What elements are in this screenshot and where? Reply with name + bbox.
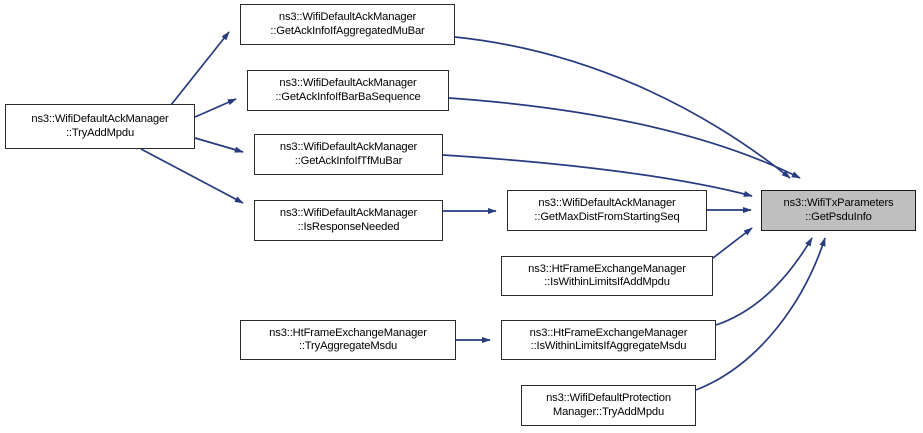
node-htframeexchangemanager-iswithinlimitsifaggregatemsdu[interactable]: ns3::HtFrameExchangeManager ::IsWithinLi… (501, 320, 716, 360)
node-label-line1: ns3::WifiDefaultAckManager (278, 11, 417, 23)
node-label-line2: ::TryAggregateMsdu (298, 340, 398, 352)
edge-tryaddmpdu-to-barbasequence (194, 98, 237, 118)
node-label-line2: ::GetAckInfoIfAggregatedMuBar (270, 24, 425, 37)
node-label-line1: ns3::HtFrameExchangeManager (269, 326, 427, 339)
node-label-line2: ::IsResponseNeeded (297, 220, 400, 233)
node-label-line1: ns3::HtFrameExchangeManager (529, 326, 688, 339)
node-label-line1: ns3::WifiTxParameters (783, 197, 894, 209)
edge-iswithinlimitsifaggregatemsdu-to-getpsduinfo (715, 237, 813, 326)
edge-iswithinlimitsifaddmpdu-to-getpsduinfo (712, 227, 753, 259)
node-label-line2: ::IsWithinLimitsIfAddMpdu (544, 276, 670, 288)
node-label-line1: ns3::WifiDefaultAckManager (279, 77, 417, 89)
node-htframeexchangemanager-tryaggregatemsdu[interactable]: ns3::HtFrameExchangeManager ::TryAggrega… (240, 320, 456, 360)
node-label-line2: ::GetPsduInfo (805, 210, 872, 223)
edge-tryaddmpdu-to-isresponseneeded (140, 148, 244, 204)
node-label-line2: ::GetAckInfoIfBarBaSequence (275, 90, 421, 103)
node-wifidefaultprotectionmanager-tryaddmpdu[interactable]: ns3::WifiDefaultProtection Manager::TryA… (521, 385, 696, 426)
node-wifidefaultackmanager-tryaddmpdu[interactable]: ns3::WifiDefaultAckManager ::TryAddMpdu (5, 104, 195, 149)
node-label-line1: ns3::HtFrameExchangeManager (528, 262, 686, 275)
node-label-line2: ::TryAddMpdu (65, 126, 135, 139)
node-label-line1: ns3::WifiDefaultAckManager (279, 207, 418, 219)
node-wifidefaultackmanager-getackinfoiftfmubar[interactable]: ns3::WifiDefaultAckManager ::GetAckInfoI… (254, 134, 443, 175)
node-wifidefaultackmanager-getackinfoifaggregatedmubar[interactable]: ns3::WifiDefaultAckManager ::GetAckInfoI… (240, 4, 455, 45)
node-wifitxparameters-getpsduinfo[interactable]: ns3::WifiTxParameters ::GetPsduInfo (761, 190, 916, 231)
edge-barbasequence-to-getpsduinfo (448, 97, 801, 179)
node-label-line1: ns3::WifiDefaultAckManager (279, 141, 418, 153)
node-label-line2: ::GetMaxDistFromStartingSeq (534, 210, 680, 223)
node-wifidefaultackmanager-getackinfoifbarbasequence[interactable]: ns3::WifiDefaultAckManager ::GetAckInfoI… (247, 70, 449, 111)
node-label-line1: ns3::WifiDefaultProtection (546, 392, 671, 404)
node-htframeexchangemanager-iswithinlimitsifaddmpdu[interactable]: ns3::HtFrameExchangeManager ::IsWithinLi… (501, 256, 713, 296)
node-label-line1: ns3::WifiDefaultAckManager (31, 113, 169, 125)
edge-tryaddmpdu-to-tfmubar (194, 137, 244, 153)
node-label-line2: ::GetAckInfoIfTfMuBar (294, 154, 403, 167)
node-label-line2: Manager::TryAddMpdu (552, 405, 665, 418)
node-wifidefaultackmanager-isresponseneeded[interactable]: ns3::WifiDefaultAckManager ::IsResponseN… (254, 200, 443, 241)
node-wifidefaultackmanager-getmaxdistfromstartingseq[interactable]: ns3::WifiDefaultAckManager ::GetMaxDistF… (507, 190, 707, 231)
node-label-line2: ::IsWithinLimitsIfAggregateMsdu (530, 340, 687, 352)
edge-aggregatedmubar-to-getpsduinfo (454, 36, 791, 179)
node-label-line1: ns3::WifiDefaultAckManager (538, 197, 676, 209)
edge-protectiontryaddmpdu-to-getpsduinfo (695, 237, 826, 391)
